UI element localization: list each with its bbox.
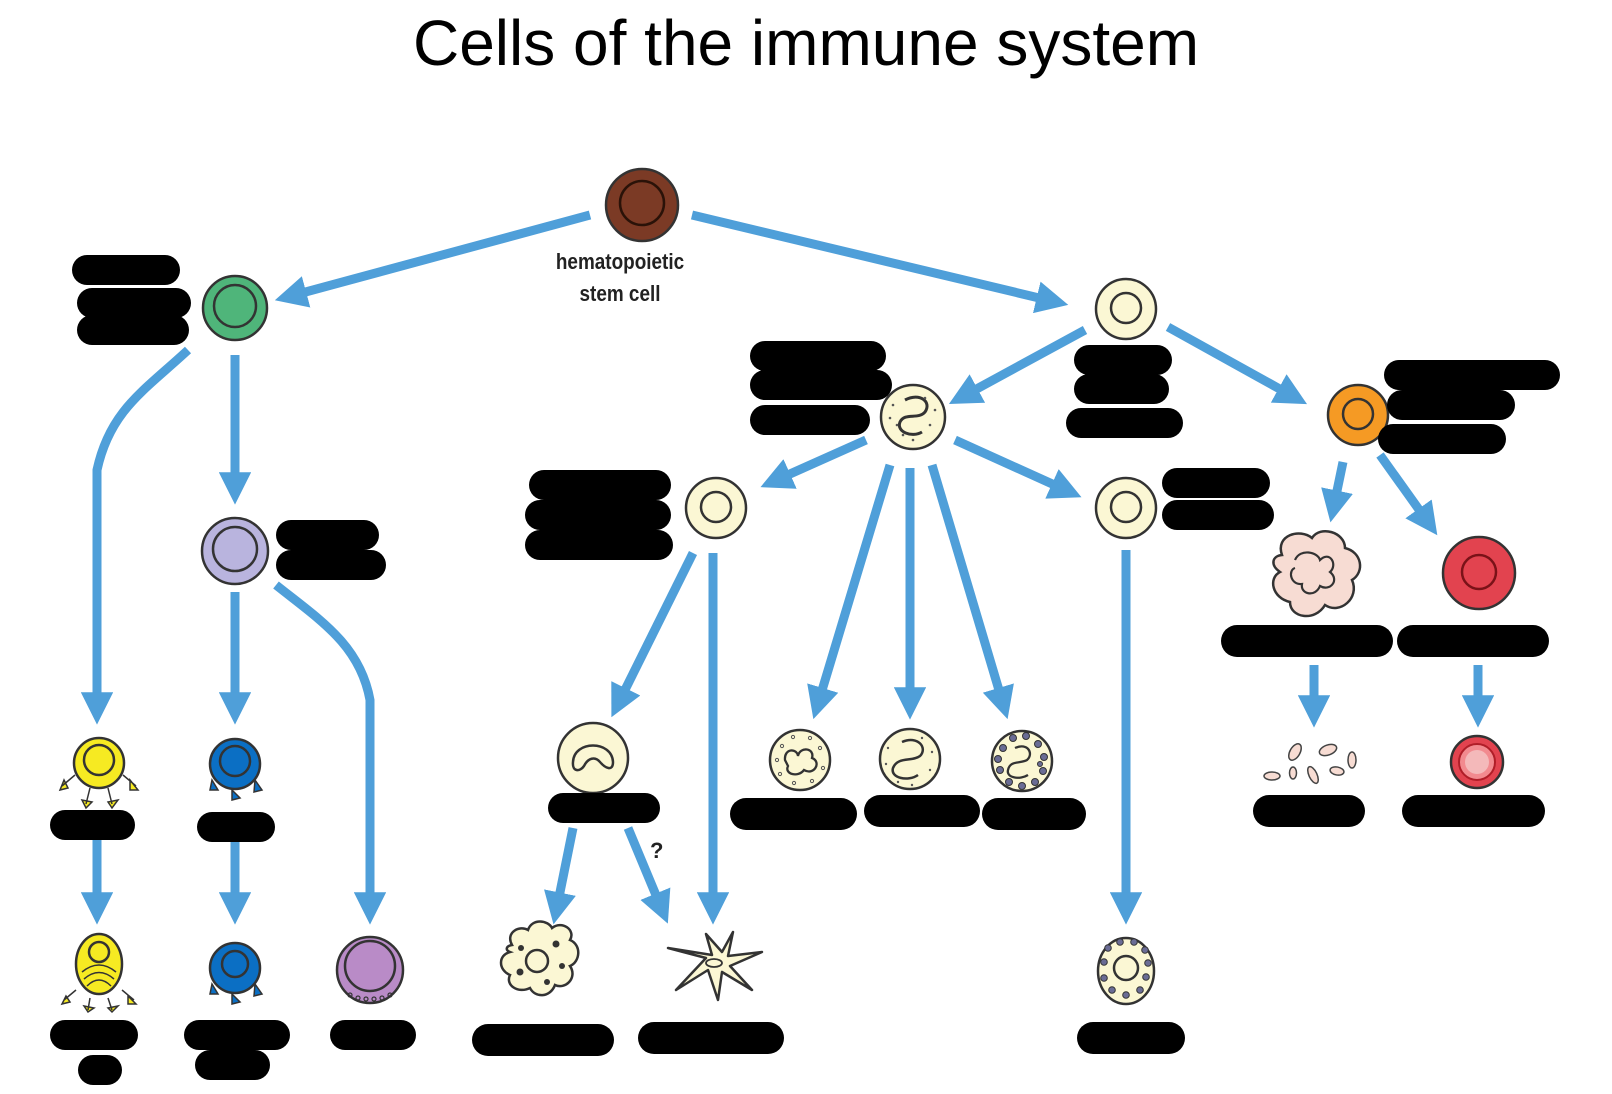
redacted-label xyxy=(1221,625,1393,657)
b-cell-icon xyxy=(58,736,140,810)
redacted-label xyxy=(525,500,671,530)
redacted-label xyxy=(1162,468,1270,498)
stem-cell-label-line1: hematopoietic xyxy=(555,249,685,274)
redacted-label xyxy=(750,370,892,400)
platelets-icon xyxy=(1263,743,1357,785)
redacted-label xyxy=(276,520,379,550)
arrow-myeloid-to-gm-progenitor xyxy=(948,326,1088,405)
redacted-label xyxy=(78,1055,122,1085)
redacted-label xyxy=(982,798,1086,830)
arrow-stem-to-myeloid xyxy=(690,210,1069,314)
redacted-label xyxy=(330,1020,416,1050)
mast-cell-icon xyxy=(1096,936,1156,1006)
redacted-label xyxy=(638,1022,784,1054)
redacted-label xyxy=(525,530,673,560)
dendritic-cell-icon xyxy=(666,930,764,1002)
erythrocyte-icon xyxy=(1449,734,1505,790)
arrow-gm-to-mast-precursor xyxy=(953,435,1082,499)
macrophage-icon xyxy=(499,920,580,997)
redacted-label xyxy=(750,341,886,371)
mast-cell-precursor-icon xyxy=(1094,476,1158,540)
redacted-label xyxy=(1074,345,1172,375)
redacted-label xyxy=(529,470,671,500)
redacted-label xyxy=(548,793,660,823)
redacted-label xyxy=(1402,795,1545,827)
redacted-label xyxy=(1077,1022,1185,1054)
redacted-label xyxy=(77,288,191,318)
stem-cell-label-line2: stem cell xyxy=(579,281,661,306)
redacted-label xyxy=(50,1020,138,1050)
redacted-label xyxy=(197,812,275,842)
redacted-label xyxy=(1074,374,1169,404)
monocyte-precursor-icon xyxy=(684,476,748,540)
megakaryocyte-icon xyxy=(1271,529,1362,618)
redacted-label xyxy=(864,795,980,827)
neutrophil-icon xyxy=(768,728,832,792)
redacted-label xyxy=(750,405,870,435)
eosinophil-icon xyxy=(990,729,1054,793)
redacted-label xyxy=(72,255,180,285)
lymphoid-progenitor-icon xyxy=(201,274,269,342)
redacted-label xyxy=(1378,424,1506,454)
lineage-arrows xyxy=(80,210,1495,925)
basophil-icon xyxy=(878,727,942,791)
erythroblast-icon xyxy=(1441,535,1517,611)
redacted-label xyxy=(1253,795,1365,827)
redacted-label xyxy=(1384,360,1560,390)
granulocyte-macrophage-progenitor-icon xyxy=(879,383,947,451)
arrow-gm-to-neutrophil xyxy=(807,463,895,720)
hematopoietic-stem-cell-icon xyxy=(604,167,680,243)
myeloid-progenitor-icon xyxy=(1094,277,1158,341)
arrow-mep-to-erythroblast xyxy=(1376,452,1438,536)
megakaryocyte-erythroid-progenitor-icon xyxy=(1326,383,1390,447)
redacted-label xyxy=(276,550,386,580)
t-cell-icon xyxy=(208,737,264,801)
redacted-label xyxy=(77,315,189,345)
arrow-monocyte-to-dendritic xyxy=(623,826,671,924)
stem-cell-label: hematopoietic stem cell xyxy=(534,246,706,310)
redacted-label xyxy=(1397,625,1549,657)
arrow-myeloid-to-mep xyxy=(1165,323,1308,405)
arrow-lymphoid-to-b-cell xyxy=(80,346,192,725)
monocyte-icon xyxy=(556,721,630,795)
redacted-label xyxy=(184,1020,290,1050)
arrow-gm-to-eosinophil xyxy=(927,463,1014,720)
arrow-nk-precursor-to-nk-cell xyxy=(273,581,387,925)
plasma-cell-icon xyxy=(60,932,138,1014)
redacted-label xyxy=(195,1050,270,1080)
nk-cell-icon xyxy=(335,935,405,1005)
redacted-label xyxy=(50,810,135,840)
arrow-monocyte-precursor-to-monocyte xyxy=(611,550,698,718)
redacted-label xyxy=(1066,408,1183,438)
page-title: Cells of the immune system xyxy=(412,7,1200,79)
effector-t-cell-icon xyxy=(208,941,264,1005)
redacted-label xyxy=(1162,500,1274,530)
nk-t-precursor-icon xyxy=(200,516,270,586)
redacted-label xyxy=(730,798,857,830)
redacted-labels xyxy=(50,255,1560,1085)
redacted-label xyxy=(1387,390,1515,420)
arrow-mep-to-megakaryocyte xyxy=(1321,461,1353,523)
arrow-monocyte-to-macrophage xyxy=(544,827,578,925)
arrow-gm-to-monocyte-precursor xyxy=(760,435,868,489)
arrow-stem-to-lymphoid xyxy=(274,210,592,308)
uncertain-path-marker: ? xyxy=(650,838,664,863)
redacted-label xyxy=(472,1024,614,1056)
